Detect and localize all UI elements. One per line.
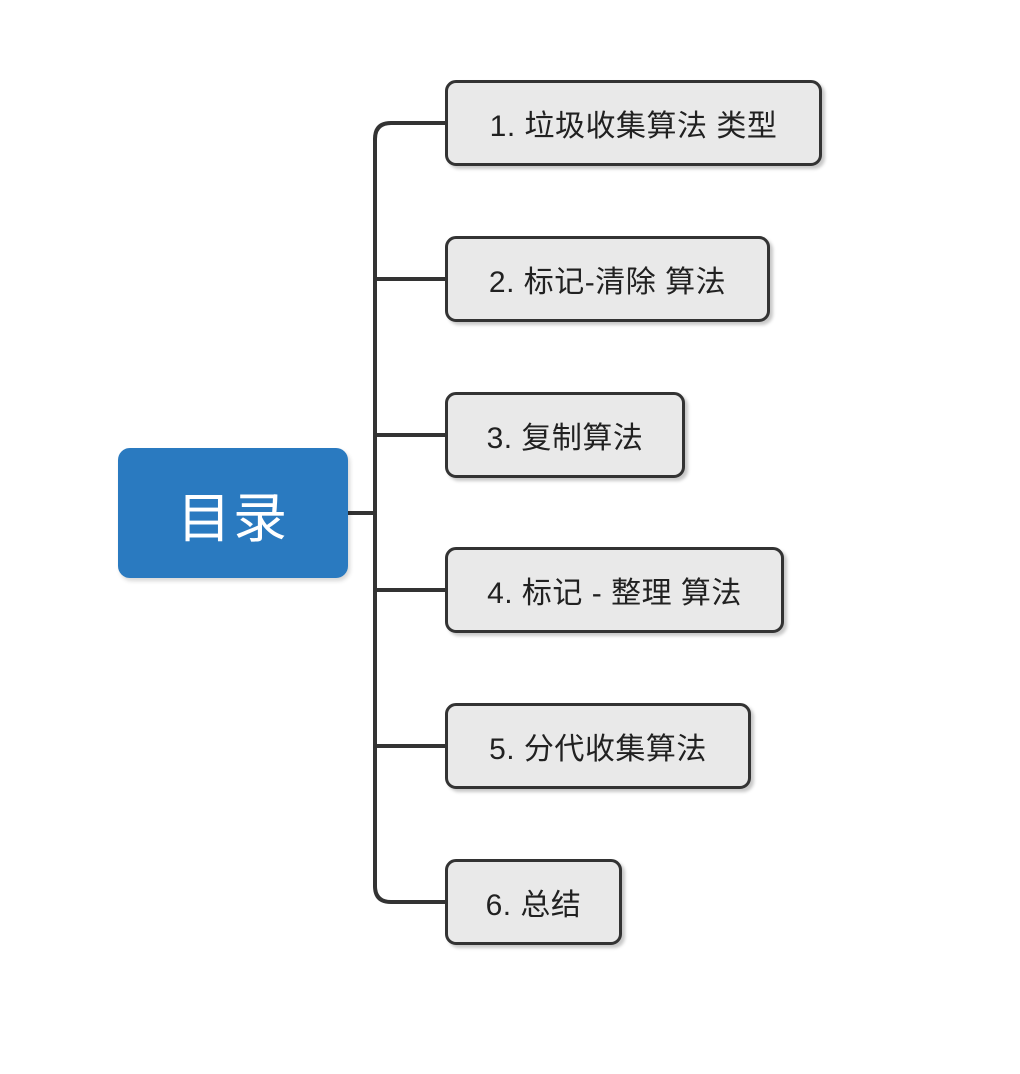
child-node-6[interactable]: 6. 总结 bbox=[445, 859, 622, 945]
child-node-5[interactable]: 5. 分代收集算法 bbox=[445, 703, 751, 789]
child-node-2-label: 2. 标记-清除 算法 bbox=[488, 266, 727, 299]
child-node-5-label: 5. 分代收集算法 bbox=[489, 733, 707, 766]
child-node-4[interactable]: 4. 标记 - 整理 算法 bbox=[445, 547, 784, 633]
child-node-1-label: 1. 垃圾收集算法 类型 bbox=[489, 110, 778, 143]
child-node-4-label: 4. 标记 - 整理 算法 bbox=[487, 577, 742, 610]
child-node-2[interactable]: 2. 标记-清除 算法 bbox=[445, 236, 770, 322]
root-node-mulu[interactable]: 目录 bbox=[118, 448, 348, 578]
branch-connector-1 bbox=[373, 121, 447, 141]
child-node-1[interactable]: 1. 垃圾收集算法 类型 bbox=[445, 80, 822, 166]
branch-connector-6 bbox=[373, 884, 447, 904]
child-node-3-label: 3. 复制算法 bbox=[486, 422, 644, 455]
root-node-label: 目录 bbox=[177, 488, 289, 549]
child-node-3[interactable]: 3. 复制算法 bbox=[445, 392, 685, 478]
child-node-6-label: 6. 总结 bbox=[485, 889, 582, 922]
